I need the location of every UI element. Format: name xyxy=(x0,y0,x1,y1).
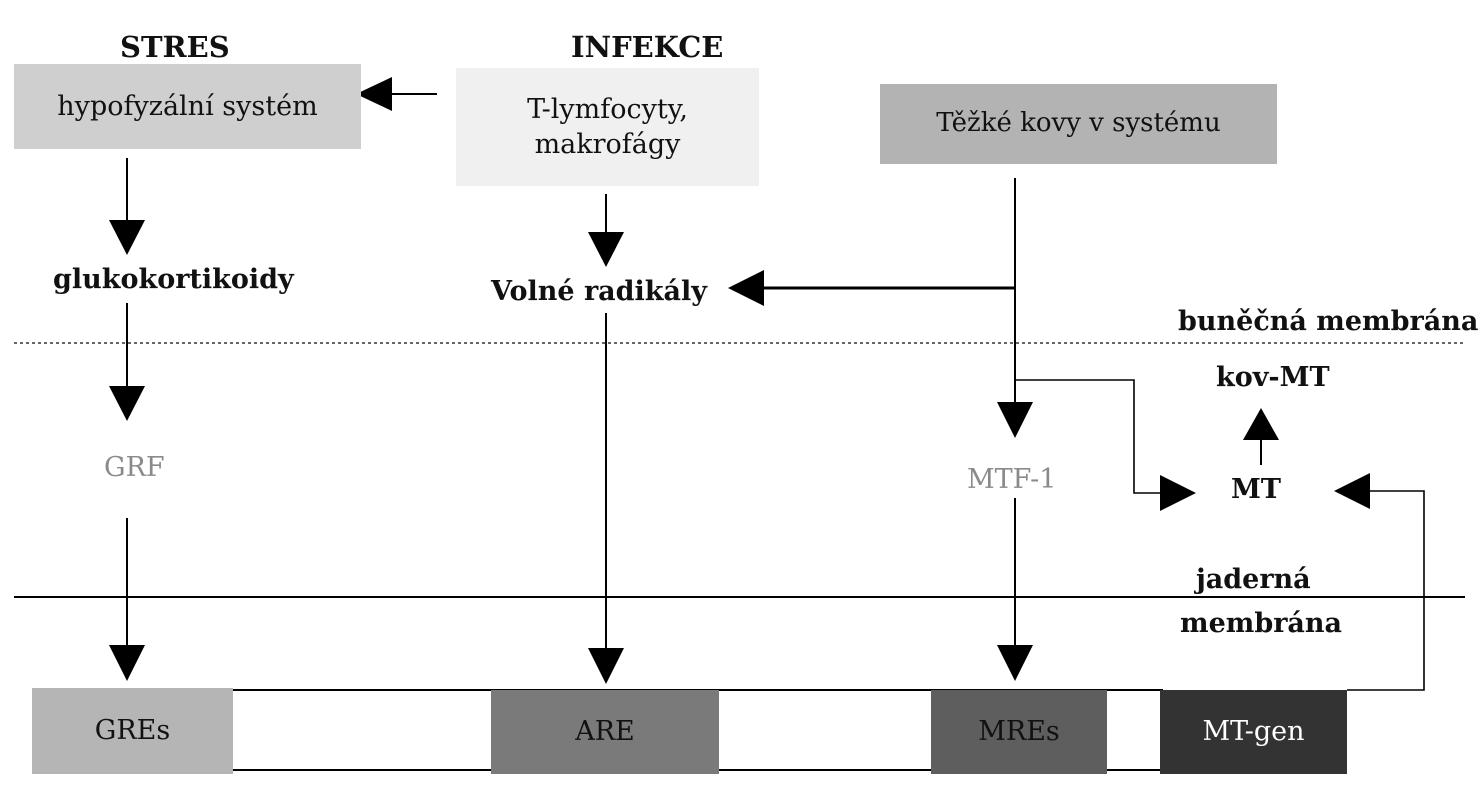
segment-are-label: ARE xyxy=(575,716,635,748)
arrow-mt-to-kovmt xyxy=(1243,408,1279,465)
label-jaderna-membrana-2: membrána xyxy=(1180,608,1343,639)
arrow-kovy-to-mtf1 xyxy=(997,178,1033,438)
arrow-mtgen-to-mt xyxy=(1334,473,1425,691)
arrow-glukokortikoidy-to-grf xyxy=(109,303,145,421)
segment-are: ARE xyxy=(491,690,719,774)
label-jaderna-membrana-1: jaderná xyxy=(1196,564,1311,595)
arrow-kovy-to-radikaly xyxy=(728,270,1015,306)
node-mt: MT xyxy=(1231,474,1281,505)
node-glukokortikoidy: glukokortikoidy xyxy=(53,264,294,295)
segment-gres: GREs xyxy=(32,688,233,774)
box-lymfocyty-line1: T-lymfocyty, xyxy=(527,93,688,125)
heading-infekce: INFEKCE xyxy=(571,30,724,64)
segment-mres-label: MREs xyxy=(978,716,1060,748)
label-bunecna-membrana: buněčná membrána xyxy=(1178,306,1479,337)
arrow-lymfocyty-to-radikaly xyxy=(588,194,624,267)
box-lymfocyty: T-lymfocyty, makrofágy xyxy=(456,68,759,186)
arrow-infekce-to-hypofyza xyxy=(356,77,437,111)
box-lymfocyty-line2: makrofágy xyxy=(534,129,681,160)
node-grf: GRF xyxy=(104,452,165,483)
box-hypofyza: hypofyzální systém xyxy=(14,64,361,149)
arrow-kovy-to-mt xyxy=(1015,379,1196,511)
node-kov-mt: kov-MT xyxy=(1216,362,1330,393)
segment-mres: MREs xyxy=(931,690,1107,774)
heading-stres: STRES xyxy=(120,30,230,64)
box-tezke-kovy-label: Těžké kovy v systému xyxy=(936,108,1221,139)
box-tezke-kovy: Těžké kovy v systému xyxy=(880,84,1277,164)
node-mtf1: MTF-1 xyxy=(967,464,1057,495)
arrow-hypofyza-to-glukokortikoidy xyxy=(109,158,145,255)
node-volne-radikaly: Volné radikály xyxy=(491,276,707,307)
arrow-grf-to-gres xyxy=(109,518,145,681)
segment-mt-gen: MT-gen xyxy=(1160,690,1347,774)
box-hypofyza-label: hypofyzální systém xyxy=(57,90,318,122)
arrow-mtf1-to-mres xyxy=(997,498,1033,681)
arrow-radikaly-to-are xyxy=(588,313,624,684)
segment-mt-gen-label: MT-gen xyxy=(1202,716,1305,748)
segment-gres-label: GREs xyxy=(94,715,171,747)
